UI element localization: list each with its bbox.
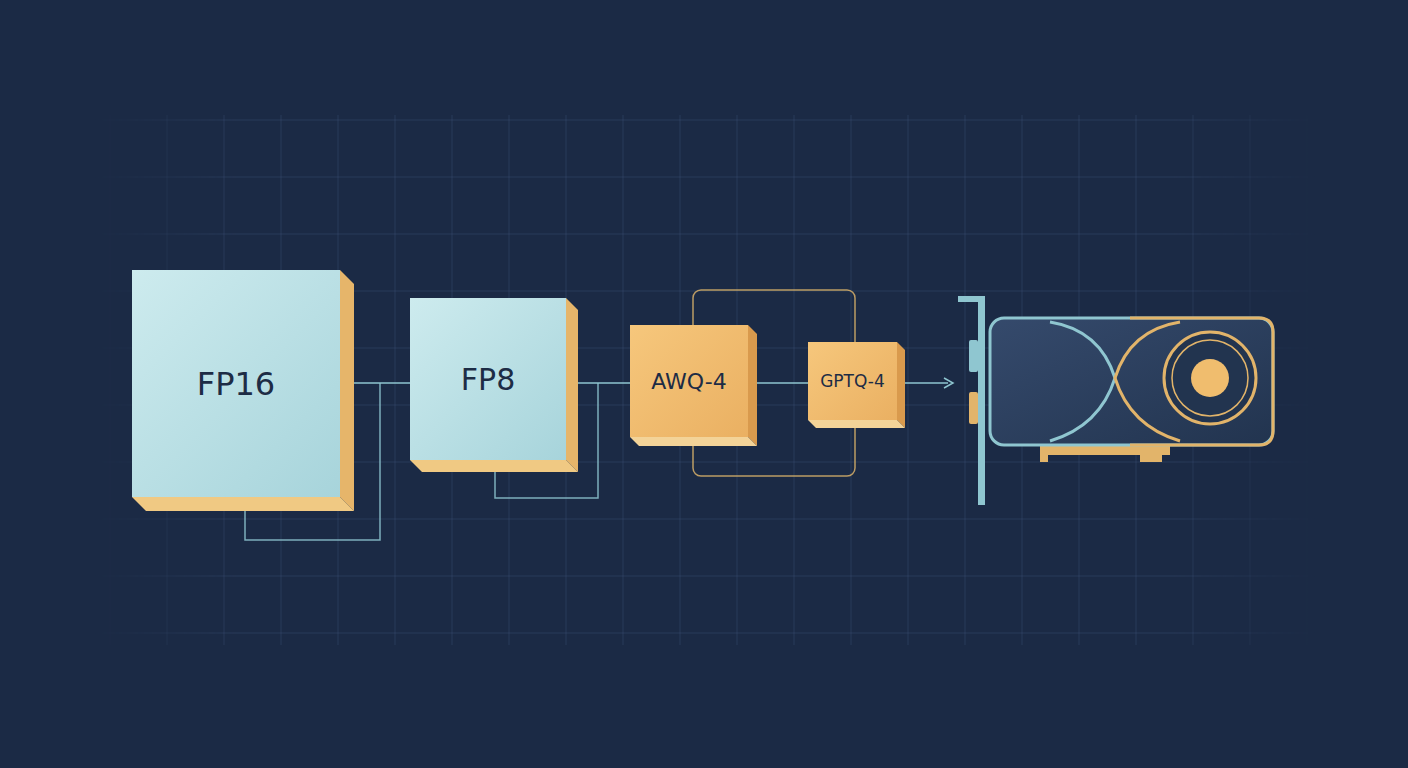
- gpu-fan: [1164, 332, 1256, 424]
- block-label: FP8: [461, 362, 515, 397]
- bracket-port: [969, 392, 978, 424]
- fan-hub: [1191, 359, 1229, 397]
- block-label: GPTQ-4: [820, 371, 885, 391]
- connector-line: [757, 382, 808, 384]
- block-label: FP16: [197, 365, 275, 403]
- quantization-block: FP16: [132, 270, 340, 497]
- gpu-card: [958, 296, 1273, 505]
- connector-line: [578, 382, 630, 384]
- quantization-block: FP8: [410, 298, 566, 460]
- quantization-block: AWQ-4: [630, 325, 748, 437]
- output-arrow: [905, 378, 953, 388]
- gpu-bracket: [958, 296, 985, 505]
- quantization-block: GPTQ-4: [808, 342, 897, 420]
- gpu-shroud: [990, 318, 1273, 445]
- bracket-port: [969, 340, 978, 372]
- background-grid: [95, 115, 1315, 645]
- block-label: AWQ-4: [651, 369, 726, 394]
- connector-line: [354, 382, 410, 384]
- pcie-connector: [1040, 445, 1170, 462]
